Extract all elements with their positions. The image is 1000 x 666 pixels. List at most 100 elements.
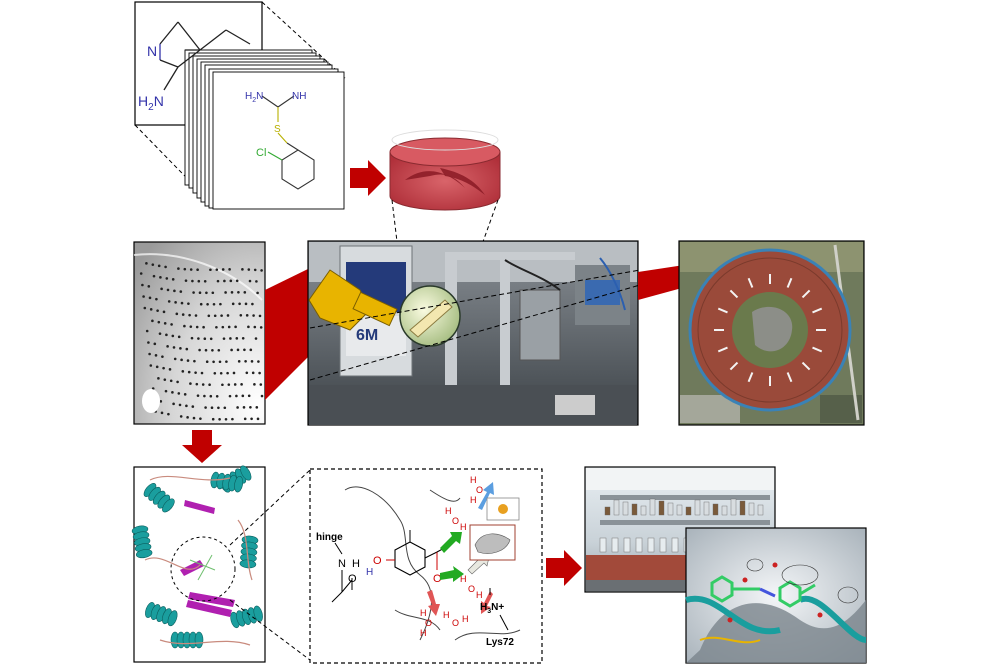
svg-text:H: H: [476, 590, 483, 600]
diffraction-spot: [226, 314, 230, 317]
bottle: [730, 498, 737, 516]
diffraction-spot: [244, 359, 247, 363]
svg-text:H: H: [462, 614, 469, 624]
helix: [145, 602, 178, 627]
diffraction-spot: [221, 268, 225, 271]
svg-text:O: O: [452, 516, 459, 526]
diffraction-spot: [145, 262, 148, 265]
diffraction-spot: [143, 306, 147, 310]
diffraction-spot: [187, 370, 191, 374]
detector-brand-mark: 6M: [356, 327, 378, 344]
diffraction-spot: [191, 279, 194, 283]
ring-port: [786, 277, 793, 288]
diffraction-spot: [255, 406, 259, 409]
ketone-o: O: [433, 573, 442, 585]
bottle: [667, 502, 674, 516]
synchrotron-aerial: [678, 240, 865, 426]
diffraction-spot: [185, 347, 189, 351]
diffraction-spot: [147, 341, 150, 344]
flask: [659, 537, 667, 553]
diffraction-spot: [248, 279, 252, 283]
svg-text:H: H: [460, 522, 467, 532]
diffraction-spot: [157, 320, 161, 324]
diffraction-spot: [167, 300, 171, 303]
diffraction-spot: [241, 394, 245, 398]
ring-port: [729, 361, 739, 371]
diffraction-spot: [213, 314, 217, 318]
ring-port: [729, 289, 739, 299]
diffraction-spot: [155, 365, 159, 369]
diffraction-spot: [241, 336, 245, 340]
diffraction-spot: [247, 268, 251, 271]
diffraction-spot: [228, 268, 231, 271]
diffraction-spot: [243, 291, 247, 294]
diffraction-spot: [236, 348, 240, 352]
diffraction-spot: [163, 322, 167, 325]
diffraction-spot: [229, 279, 233, 283]
diffraction-spot: [215, 325, 218, 329]
diffraction-spot: [221, 325, 225, 329]
diffraction-spot: [189, 325, 193, 328]
diffraction-spot: [181, 313, 185, 316]
binding-site-render: [685, 527, 867, 664]
diffraction-spot: [177, 335, 181, 339]
diffraction-spot: [149, 364, 153, 367]
diffraction-spot: [255, 280, 258, 283]
diffraction-spot: [218, 417, 221, 421]
diffraction-spot: [233, 383, 237, 386]
svg-text:H: H: [460, 574, 467, 584]
interaction-map: hinge N H O O H O H O H H O H H O: [309, 468, 543, 664]
diffraction-spot: [237, 290, 240, 294]
diffraction-spot: [173, 357, 177, 361]
density-mesh: [746, 558, 859, 604]
diffraction-spot: [205, 291, 208, 295]
diffraction-spot: [170, 323, 173, 326]
diffraction-spot: [227, 383, 231, 386]
diffraction-spot: [152, 274, 156, 278]
diffraction-spot: [219, 371, 223, 375]
diffraction-spot: [203, 394, 206, 398]
front-molecule: [159, 21, 251, 91]
diffraction-spot: [210, 406, 214, 410]
diffraction-spot: [207, 314, 211, 318]
hinge-carbonyl-o: O: [348, 573, 357, 585]
hbond-arrow-blue: [478, 482, 494, 510]
diffraction-spot: [244, 302, 248, 306]
diffraction-spot: [190, 336, 194, 340]
diffraction-image: [133, 241, 266, 425]
svg-text:O: O: [476, 485, 483, 495]
diffraction-spot: [147, 285, 151, 288]
diffraction-spot: [209, 337, 213, 341]
diffraction-spot: [212, 360, 215, 364]
diffraction-spot: [195, 382, 199, 386]
diffraction-spot: [185, 404, 188, 408]
diffraction-spot: [234, 325, 237, 329]
diffraction-spot: [173, 289, 176, 293]
diffraction-spot: [239, 313, 243, 317]
diffraction-spot: [216, 279, 220, 283]
diffraction-spot: [215, 268, 219, 271]
diffraction-spot: [160, 287, 163, 291]
bottle: [712, 503, 719, 516]
diffraction-spot: [194, 371, 197, 374]
diffraction-spot: [211, 291, 215, 295]
diffraction-spot: [240, 383, 243, 386]
ring-port: [812, 346, 823, 353]
helix: [143, 483, 175, 513]
diffraction-spot: [258, 371, 261, 375]
diffraction-spot: [188, 313, 191, 317]
diffraction-spot: [254, 337, 258, 340]
diffraction-spot: [139, 272, 143, 275]
ring-port: [786, 372, 793, 383]
diffraction-spot: [163, 378, 167, 381]
bottle: [721, 505, 728, 516]
diffraction-spot: [209, 394, 213, 398]
back-molecule: [261, 95, 315, 190]
back-nh-label: NH: [292, 91, 306, 102]
diffraction-spot: [198, 291, 202, 295]
diffraction-spot: [235, 337, 239, 340]
lys72-amine: H3N+: [480, 602, 504, 615]
svg-text:O: O: [452, 618, 459, 628]
diffraction-spot: [227, 325, 231, 329]
diffraction-spot: [197, 337, 200, 340]
